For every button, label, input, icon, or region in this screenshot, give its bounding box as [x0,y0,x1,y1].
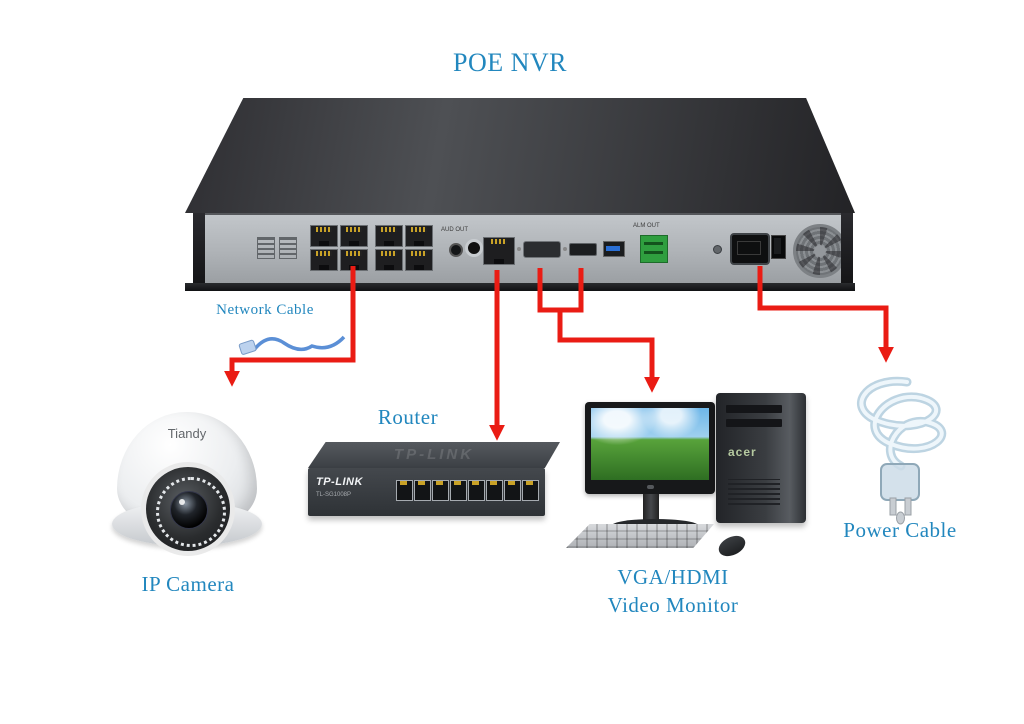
nvr-bottom-edge [185,283,855,291]
usb-port [603,241,625,257]
pc-brand: acer [728,445,757,459]
hdmi-port [569,243,597,256]
router-port [414,480,431,501]
camera-lens [170,491,208,529]
drive-bay [726,405,782,413]
vga-port [517,241,567,258]
ip-camera: Tiandy [112,398,262,568]
router-port [468,480,485,501]
cable-nvr-to-camera [223,266,356,387]
camera-faceplate [141,462,235,556]
router-port [486,480,503,501]
router-top-face: TP-LINK [308,442,560,468]
audio-out-label: AUD OUT [441,227,468,233]
poe-port [405,249,433,271]
monitor-logo [647,485,654,489]
power-cable-label: Power Cable [843,518,957,542]
cable-nvr-to-monitor [557,310,661,393]
router-port [450,480,467,501]
router-port [522,480,539,501]
nvr-rear-panel: AUD OUT ALM OUT [193,213,853,285]
poe-port [375,225,403,247]
keyboard [566,524,714,548]
rca-connector [465,239,483,257]
drive-bay [726,419,782,427]
monitor [585,402,715,494]
power-cable [857,376,947,525]
power-plug [880,463,920,525]
nvr-right-cap [841,213,853,285]
poe-port [405,225,433,247]
ip-camera-label: IP Camera [141,572,235,596]
router-label: Router [377,405,439,429]
pc-tower: acer [716,393,806,523]
monitor-stand-neck [643,494,659,522]
router-port [396,480,413,501]
cable-nvr-to-power [757,266,895,363]
router-brand: TP-LINK [316,476,363,488]
nvr-left-cap [193,213,205,285]
poe-port [340,225,368,247]
tower-vents [728,479,780,505]
monitor-label-line1: VGA/HDMI [617,565,729,589]
camera-ir-leds [156,477,226,547]
camera-brand: Tiandy [167,426,207,441]
alarm-out-label: ALM OUT [633,223,660,229]
monitor-label-line2: Video Monitor [607,593,739,617]
panel-screw [713,245,722,254]
poe-port [310,225,338,247]
cooling-fan [793,224,847,278]
power-inlet [730,233,770,265]
diagram-title: POE NVR [452,48,567,77]
power-switch [771,235,786,259]
dip-switch-icon [279,237,297,259]
router-port [432,480,449,501]
poe-port [375,249,403,271]
nvr-top-face [185,98,855,213]
lan-port [483,237,515,265]
router-port [504,480,521,501]
cable-vga-hdmi-stub [537,268,584,313]
poe-port [310,249,338,271]
monitor-screen [591,408,709,480]
alarm-terminal-block [640,235,668,263]
network-cable-icon [238,335,346,355]
router-front-face: TP-LINK TL-SG1008P [308,468,545,516]
lens-glare [179,499,185,505]
audio-jack [449,243,463,257]
dip-switch-icon [257,237,275,259]
router-model: TL-SG1008P [316,492,352,498]
router-top-brand: TP-LINK [393,446,475,463]
network-cable-label: Network Cable [216,302,314,318]
